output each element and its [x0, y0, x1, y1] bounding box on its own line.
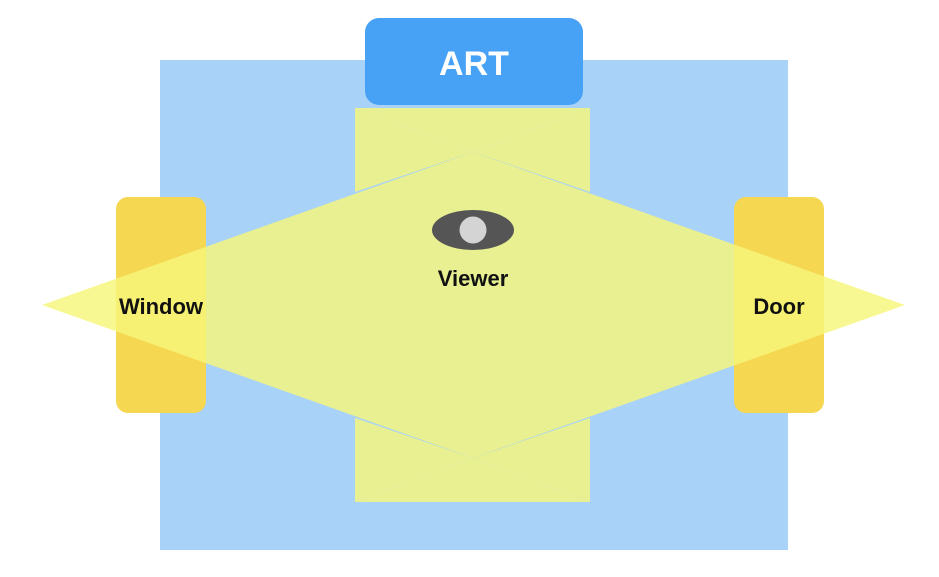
sight-cone-vertical-upper	[355, 108, 473, 192]
sight-cone-vertical-lower-left	[355, 418, 473, 502]
sight-cone-door	[473, 152, 905, 458]
window-label: Window	[119, 294, 204, 319]
sight-cone-window	[42, 152, 473, 458]
eye-pupil	[459, 216, 487, 244]
sight-cone-art	[355, 108, 590, 152]
art-box	[365, 18, 583, 105]
eye-icon	[432, 210, 514, 250]
sight-cone-vertical-upper-right	[473, 108, 590, 192]
door-label: Door	[753, 294, 805, 319]
viewer-label: Viewer	[438, 266, 509, 291]
art-label: ART	[439, 45, 509, 83]
sight-cone-floor	[355, 458, 590, 502]
sight-cone-vertical-lower-right	[473, 418, 590, 502]
